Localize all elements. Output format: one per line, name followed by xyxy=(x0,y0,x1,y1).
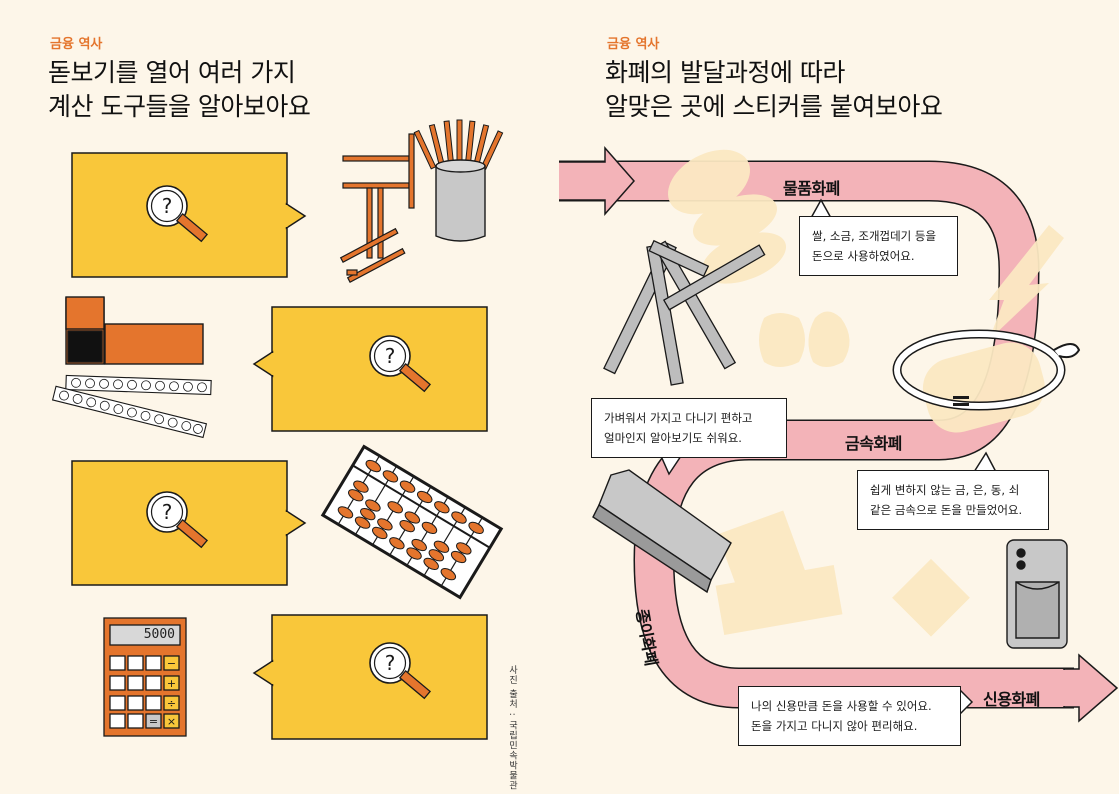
right-title-line-1: 화폐의 발달과정에 따라 xyxy=(605,58,845,87)
stamp-box-illustration xyxy=(65,296,204,365)
bubble-credit-money: 나의 신용만큼 돈을 사용할 수 있어요. 돈을 가지고 다니지 않아 편리해요… xyxy=(738,686,961,746)
left-title: 돋보기를 열어 여러 가지 계산 도구들을 알아보아요 xyxy=(48,56,311,124)
right-kicker: 금융 역사 xyxy=(607,37,660,52)
bubble-metal-line-2: 같은 금속으로 돈을 만들었어요. xyxy=(870,503,1023,517)
calculator-illustration xyxy=(103,617,187,737)
bubble-commodity-line-2: 돈으로 사용하였어요. xyxy=(812,249,915,263)
calc-key-equals: = xyxy=(149,715,158,728)
metal-tool-illustration xyxy=(603,239,766,386)
coin-rope-illustration xyxy=(892,329,1081,411)
left-title-line-1: 돋보기를 열어 여러 가지 xyxy=(48,58,296,87)
magnifier-card-counting-rods[interactable] xyxy=(71,152,307,278)
stage-label-commodity: 물품화폐 xyxy=(783,179,840,198)
right-title-line-2: 알맞은 곳에 스티커를 붙여보아요 xyxy=(605,92,943,121)
calc-key-multiply: × xyxy=(167,715,176,728)
stage-label-metal: 금속화폐 xyxy=(845,434,902,453)
bubble-paper-line-2: 얼마인지 알아보기도 쉬워요. xyxy=(604,431,742,445)
money-history-path xyxy=(559,146,1119,723)
bubble-tails xyxy=(660,198,997,715)
counting-rods-illustration xyxy=(339,133,415,284)
left-title-line-2: 계산 도구들을 알아보아요 xyxy=(48,92,311,121)
bubble-paper-line-1: 가벼워서 가지고 다니기 편하고 xyxy=(604,411,753,425)
left-illustrations: ? xyxy=(51,119,504,740)
bubble-metal-line-1: 쉽게 변하지 않는 금, 은, 동, 쇠 xyxy=(870,483,1020,497)
printed-strips-illustration xyxy=(51,374,212,439)
calc-key-divide: ÷ xyxy=(167,697,176,710)
bubble-metal-money: 쉽게 변하지 않는 금, 은, 동, 쇠 같은 금속으로 돈을 만들었어요. xyxy=(857,470,1049,530)
bubble-paper-money: 가벼워서 가지고 다니기 편하고 얼마인지 알아보기도 쉬워요. xyxy=(591,398,787,458)
calculator-display: 5000 xyxy=(143,627,175,642)
bubble-credit-line-1: 나의 신용만큼 돈을 사용할 수 있어요. xyxy=(751,699,932,713)
calc-key-plus: + xyxy=(167,677,176,690)
bubble-credit-line-2: 돈을 가지고 다니지 않아 편리해요. xyxy=(751,719,918,733)
rod-cup-illustration xyxy=(413,119,504,242)
abacus-illustration xyxy=(320,444,504,600)
calc-key-minus: − xyxy=(167,657,176,670)
history-path-band xyxy=(559,146,1119,723)
bubble-commodity-line-1: 쌀, 소금, 조개껍데기 등을 xyxy=(812,229,937,243)
magnifier-card-calculator[interactable] xyxy=(252,614,488,740)
stage-label-credit: 신용화폐 xyxy=(983,690,1040,709)
bubble-commodity-money: 쌀, 소금, 조개껍데기 등을 돈으로 사용하였어요. xyxy=(799,216,958,276)
magnifier-card-stamp[interactable] xyxy=(252,306,488,432)
phone-illustration xyxy=(1006,539,1068,649)
photo-credit: 사진 출처 : 국립민속박물관 xyxy=(507,665,517,791)
left-kicker: 금융 역사 xyxy=(50,37,103,52)
magnifier-card-abacus[interactable] xyxy=(71,460,307,586)
right-page: 금융 역사 화폐의 발달과정에 따라 알맞은 곳에 스티커를 붙여보아요 xyxy=(559,0,1119,794)
right-title: 화폐의 발달과정에 따라 알맞은 곳에 스티커를 붙여보아요 xyxy=(605,56,943,124)
left-page: 금융 역사 돋보기를 열어 여러 가지 계산 도구들을 알아보아요 ? xyxy=(0,0,559,794)
paper-money-envelope-illustration xyxy=(592,469,732,594)
